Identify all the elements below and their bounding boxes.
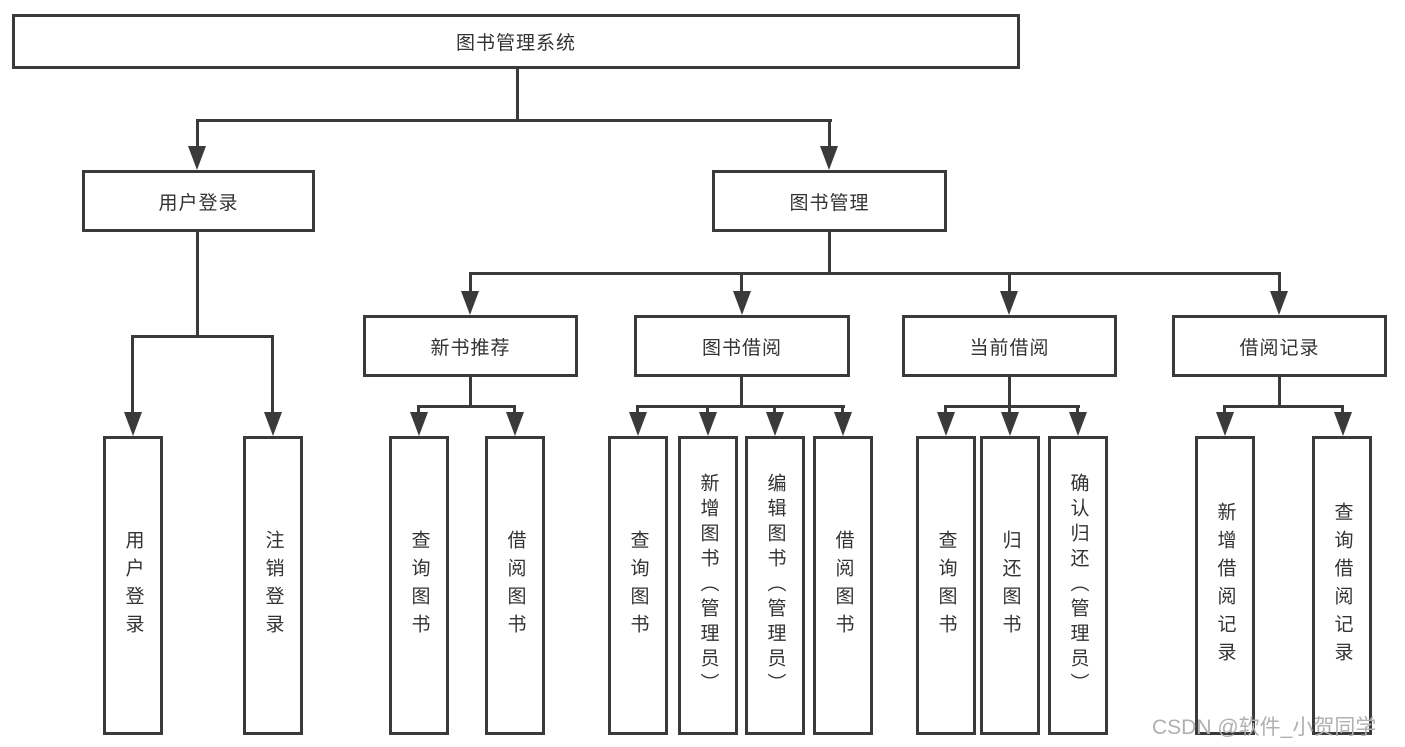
leaf-confirm-return-admin: 确认归还（管理员） — [1048, 436, 1108, 735]
leaf-query-books-borrowing: 查询图书 — [608, 436, 668, 735]
connector-new-book-rail — [417, 405, 516, 408]
arrowhead-leaf — [506, 412, 524, 436]
arrowhead-leaf — [410, 412, 428, 436]
connector-drop — [773, 405, 776, 414]
leaf-label: 确认归还（管理员） — [1067, 473, 1089, 698]
connector-drop — [1341, 405, 1344, 414]
leaf-label: 用户登录 — [122, 529, 144, 642]
arrowhead-current-borrowing — [1000, 291, 1018, 315]
arrowhead-new-book — [461, 291, 479, 315]
arrowhead-leaf — [834, 412, 852, 436]
arrowhead-leaf — [1069, 412, 1087, 436]
connector-level3-rail — [469, 272, 1280, 275]
arrowhead-leaf — [1334, 412, 1352, 436]
leaf-label: 借阅图书 — [504, 529, 526, 642]
node-new-book-recommendation: 新书推荐 — [363, 315, 578, 377]
connector-drop-leaf-logout — [271, 335, 274, 414]
leaf-query-books-recommend: 查询图书 — [389, 436, 449, 735]
leaf-add-borrow-record: 新增借阅记录 — [1195, 436, 1255, 735]
node-label: 图书管理 — [789, 192, 870, 214]
leaf-label: 新增借阅记录 — [1214, 501, 1236, 670]
node-current-borrowing: 当前借阅 — [902, 315, 1117, 377]
connector-borrowing-records-rail — [1223, 405, 1344, 408]
arrowhead-leaf-logout — [264, 412, 282, 436]
leaf-user-login: 用户登录 — [103, 436, 163, 735]
arrowhead-book-management — [820, 146, 838, 170]
connector-current-borrowing-stub — [1008, 377, 1011, 408]
connector-drop — [841, 405, 844, 414]
leaf-query-books-current: 查询图书 — [916, 436, 976, 735]
node-library-management-system: 图书管理系统 — [12, 14, 1020, 69]
connector-level2-rail — [196, 119, 832, 122]
leaf-add-books-admin: 新增图书（管理员） — [678, 436, 738, 735]
leaf-borrow-books-recommend: 借阅图书 — [485, 436, 545, 735]
connector-current-borrowing-rail — [944, 405, 1080, 408]
connector-drop-new-book — [469, 272, 472, 292]
leaf-label: 注销登录 — [262, 529, 284, 642]
leaf-return-books: 归还图书 — [980, 436, 1040, 735]
connector-drop — [706, 405, 709, 414]
leaf-edit-books-admin: 编辑图书（管理员） — [745, 436, 805, 735]
connector-borrowing-records-stub — [1278, 377, 1281, 408]
node-book-borrowing: 图书借阅 — [634, 315, 850, 377]
connector-book-borrowing-rail — [636, 405, 845, 408]
arrowhead-leaf — [699, 412, 717, 436]
connector-user-login-stub — [196, 232, 199, 337]
leaf-label: 查询图书 — [408, 529, 430, 642]
csdn-watermark: CSDN @软件_小贺同学 — [1152, 716, 1377, 739]
connector-book-borrowing-stub — [740, 377, 743, 408]
leaf-label: 归还图书 — [999, 529, 1021, 642]
arrowhead-leaf — [937, 412, 955, 436]
arrowhead-leaf-user-login — [124, 412, 142, 436]
leaf-borrow-books-borrowing: 借阅图书 — [813, 436, 873, 735]
leaf-label: 借阅图书 — [832, 529, 854, 642]
arrowhead-leaf — [629, 412, 647, 436]
connector-drop — [1223, 405, 1226, 414]
leaf-logout: 注销登录 — [243, 436, 303, 735]
connector-drop-book-management — [828, 119, 831, 147]
node-label: 用户登录 — [158, 192, 239, 214]
arrowhead-book-borrowing — [733, 291, 751, 315]
connector-drop — [417, 405, 420, 414]
connector-drop — [636, 405, 639, 414]
node-label: 借阅记录 — [1239, 337, 1320, 359]
leaf-label: 查询图书 — [935, 529, 957, 642]
connector-drop-current-borrowing — [1008, 272, 1011, 292]
node-label: 图书借阅 — [701, 337, 782, 359]
connector-drop — [1008, 405, 1011, 414]
connector-drop — [1076, 405, 1079, 414]
node-label: 图书管理系统 — [455, 33, 576, 54]
node-user-login: 用户登录 — [82, 170, 315, 232]
connector-drop-borrowing-records — [1278, 272, 1281, 292]
leaf-label: 查询图书 — [627, 529, 649, 642]
arrowhead-leaf — [766, 412, 784, 436]
arrowhead-leaf — [1216, 412, 1234, 436]
leaf-label: 编辑图书（管理员） — [764, 473, 786, 698]
connector-drop-leaf-user-login — [131, 335, 134, 414]
node-label: 新书推荐 — [430, 337, 511, 359]
node-label: 当前借阅 — [969, 337, 1050, 359]
arrowhead-borrowing-records — [1270, 291, 1288, 315]
connector-root-stub — [516, 69, 519, 120]
node-book-management: 图书管理 — [712, 170, 947, 232]
connector-book-management-stub — [828, 232, 831, 274]
connector-drop — [944, 405, 947, 414]
connector-user-login-rail — [131, 335, 274, 338]
node-borrowing-records: 借阅记录 — [1172, 315, 1387, 377]
arrowhead-leaf — [1001, 412, 1019, 436]
leaf-label: 查询借阅记录 — [1331, 501, 1353, 670]
connector-drop-book-borrowing — [740, 272, 743, 292]
arrowhead-user-login — [188, 146, 206, 170]
connector-drop — [513, 405, 516, 414]
connector-new-book-stub — [469, 377, 472, 408]
leaf-query-borrow-record: 查询借阅记录 — [1312, 436, 1372, 735]
leaf-label: 新增图书（管理员） — [697, 473, 719, 698]
connector-drop-user-login — [196, 119, 199, 147]
